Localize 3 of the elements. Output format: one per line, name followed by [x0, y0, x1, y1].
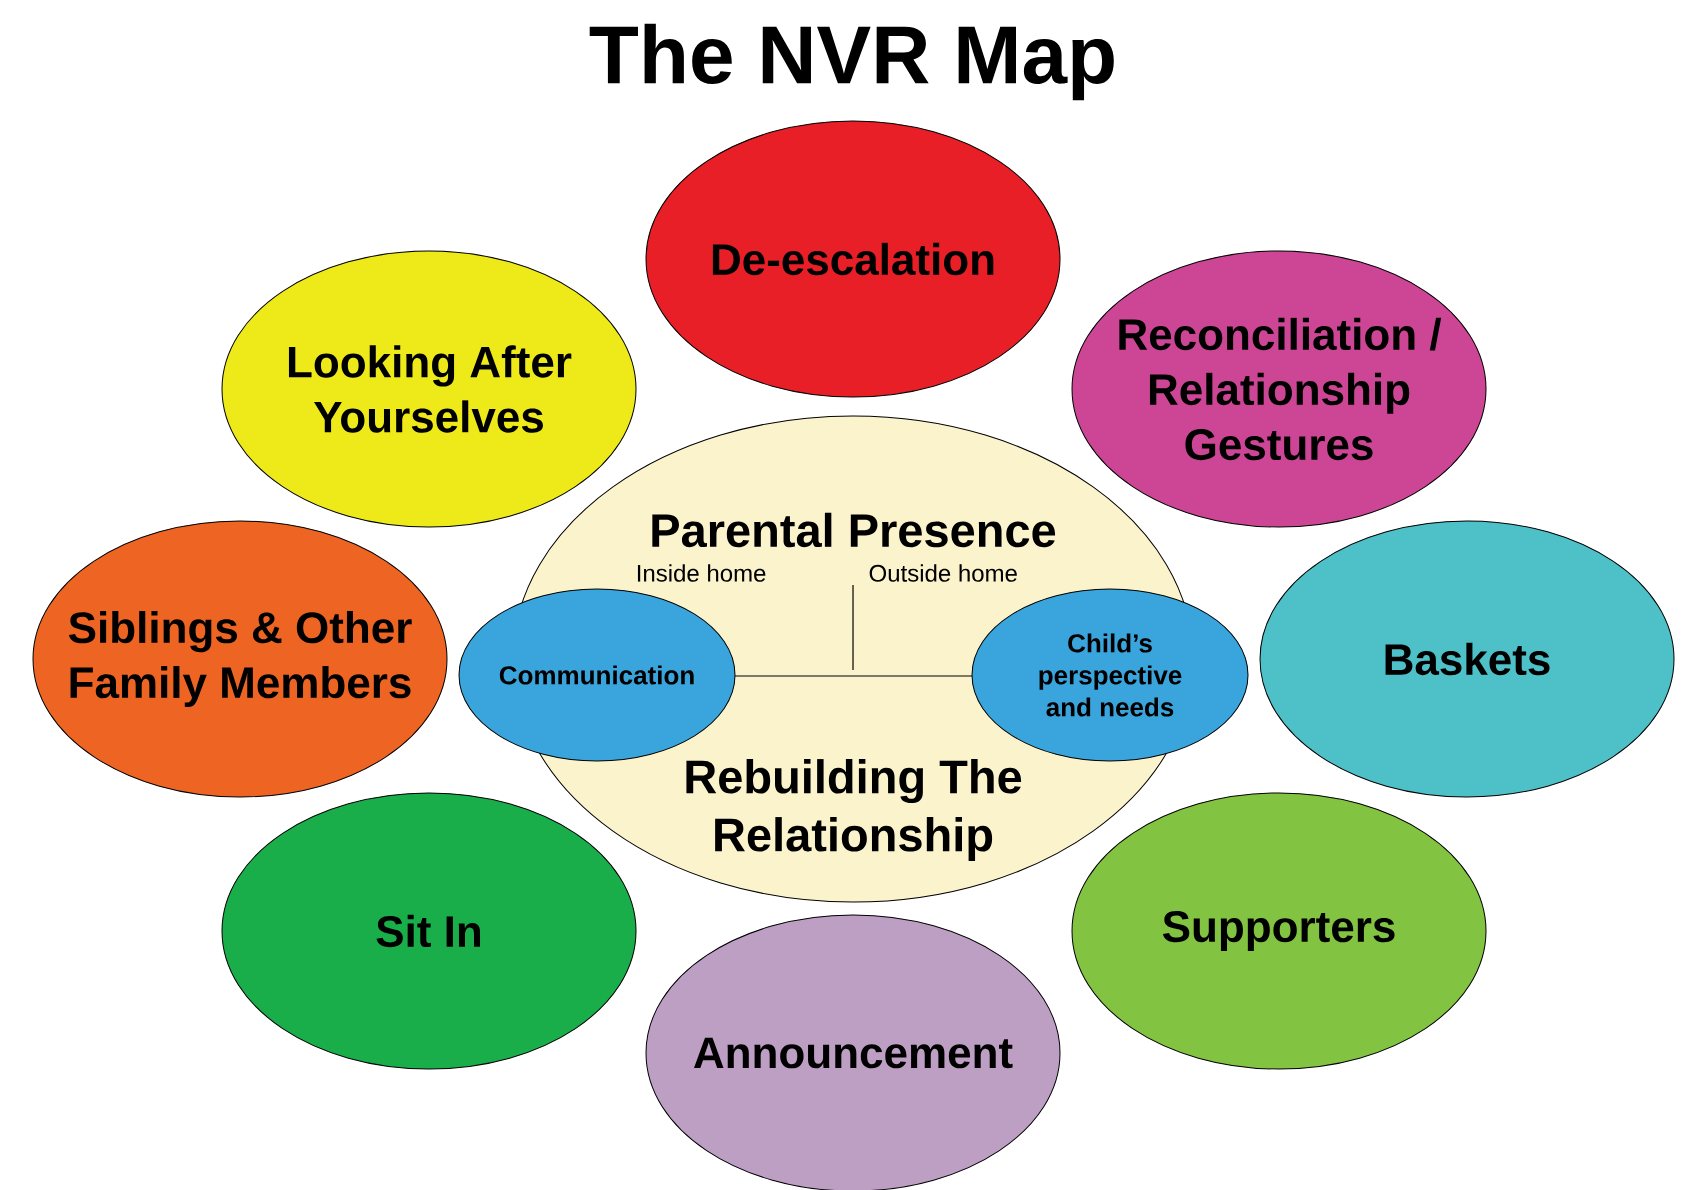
title: The NVR Map [589, 23, 1114, 101]
side-label: Outside home [869, 564, 1017, 582]
side-label: Inside home [637, 564, 766, 582]
